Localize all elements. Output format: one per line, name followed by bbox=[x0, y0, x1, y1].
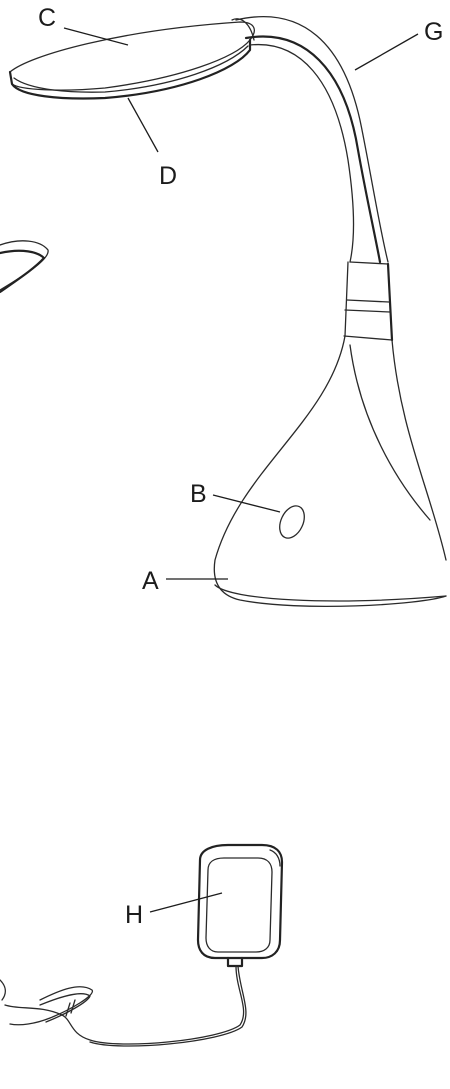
callout-g: G bbox=[424, 18, 443, 46]
lamp-head bbox=[8, 18, 255, 100]
leader-line-h bbox=[149, 892, 223, 913]
leader-line-c bbox=[63, 27, 129, 46]
callout-b: B bbox=[190, 480, 207, 508]
callout-c: C bbox=[38, 4, 56, 32]
callout-h: H bbox=[125, 901, 143, 929]
callout-d: D bbox=[159, 162, 177, 190]
leader-line-d bbox=[127, 97, 159, 153]
gooseneck bbox=[235, 16, 389, 264]
leader-line-g bbox=[354, 33, 419, 71]
stem-collar bbox=[343, 261, 394, 342]
lamp-base bbox=[213, 335, 447, 608]
touch-button bbox=[279, 505, 305, 539]
power-adapter bbox=[196, 843, 284, 968]
power-cord bbox=[0, 965, 247, 1047]
leader-line-b bbox=[212, 494, 281, 513]
callout-a: A bbox=[142, 567, 159, 595]
spare-head-partial bbox=[0, 240, 49, 294]
